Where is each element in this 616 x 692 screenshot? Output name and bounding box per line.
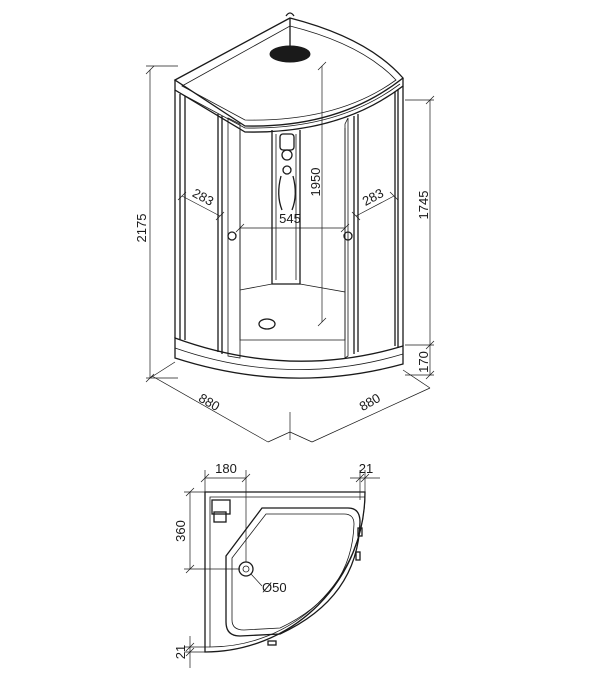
dim-drain-offset-x-label: 180 bbox=[215, 461, 237, 476]
dim-cabin-height bbox=[405, 95, 435, 350]
roof-inner bbox=[181, 25, 397, 121]
dim-frame-offset-bottom bbox=[184, 636, 210, 668]
drain-leader bbox=[250, 573, 263, 587]
mixer-panel-icon bbox=[278, 133, 296, 211]
dim-cabin-height-label: 1745 bbox=[416, 191, 431, 220]
shower-column-inner bbox=[275, 134, 297, 280]
back-right-frame bbox=[397, 86, 404, 348]
tray-plan-view: 180 21 360 21 Ø50 bbox=[173, 461, 380, 668]
dim-tray-height bbox=[405, 345, 435, 380]
back-left-frame bbox=[174, 90, 181, 340]
tray-base-inner bbox=[174, 347, 404, 370]
dim-door-opening-label: 545 bbox=[279, 211, 301, 226]
left-door bbox=[227, 117, 241, 359]
dim-frame-offset-bottom-label: 21 bbox=[173, 645, 188, 659]
dim-side-panel-right bbox=[351, 191, 399, 221]
plan-tray-basin bbox=[225, 507, 361, 637]
tray-floor bbox=[239, 283, 346, 341]
cabin-isometric-view: 2175 1745 170 1950 545 bbox=[134, 12, 435, 443]
dim-frame-offset-top bbox=[350, 470, 380, 500]
dim-tray-height-label: 170 bbox=[416, 351, 431, 373]
dim-total-height-label: 2175 bbox=[134, 214, 149, 243]
roof-fascia bbox=[174, 78, 404, 133]
drain-diameter-label: Ø50 bbox=[262, 580, 287, 595]
dim-drain-offset-y bbox=[184, 487, 240, 574]
dim-frame-offset-top-label: 21 bbox=[359, 461, 373, 476]
roof-fascia-inner bbox=[177, 83, 401, 129]
dim-inner-height bbox=[317, 61, 327, 327]
left-door-handle[interactable] bbox=[227, 231, 237, 241]
dim-width-left-label: 880 bbox=[196, 390, 222, 414]
dim-total-height bbox=[145, 65, 178, 383]
corner-valve-icon bbox=[211, 499, 231, 523]
dim-width bbox=[149, 361, 431, 443]
right-door-handle[interactable] bbox=[343, 231, 353, 241]
dim-side-panel-right-label: 283 bbox=[360, 185, 386, 208]
dim-drain-offset-y-label: 360 bbox=[173, 520, 188, 542]
plan-drain-icon bbox=[238, 561, 254, 577]
left-side-panel bbox=[184, 96, 223, 354]
dim-door-opening bbox=[235, 223, 350, 233]
shower-head-icon bbox=[269, 12, 311, 63]
tray-base bbox=[174, 337, 404, 379]
dim-side-panel-left-label: 283 bbox=[190, 185, 216, 208]
dim-width-right-label: 880 bbox=[357, 390, 383, 414]
dim-side-panel-left bbox=[177, 191, 225, 221]
right-side-panel bbox=[353, 92, 396, 354]
plan-tray-basin-inner bbox=[231, 513, 355, 631]
dim-drain-offset-x bbox=[200, 470, 251, 562]
drain-icon bbox=[258, 318, 276, 330]
dim-inner-height-label: 1950 bbox=[308, 168, 323, 197]
right-door bbox=[344, 117, 349, 359]
